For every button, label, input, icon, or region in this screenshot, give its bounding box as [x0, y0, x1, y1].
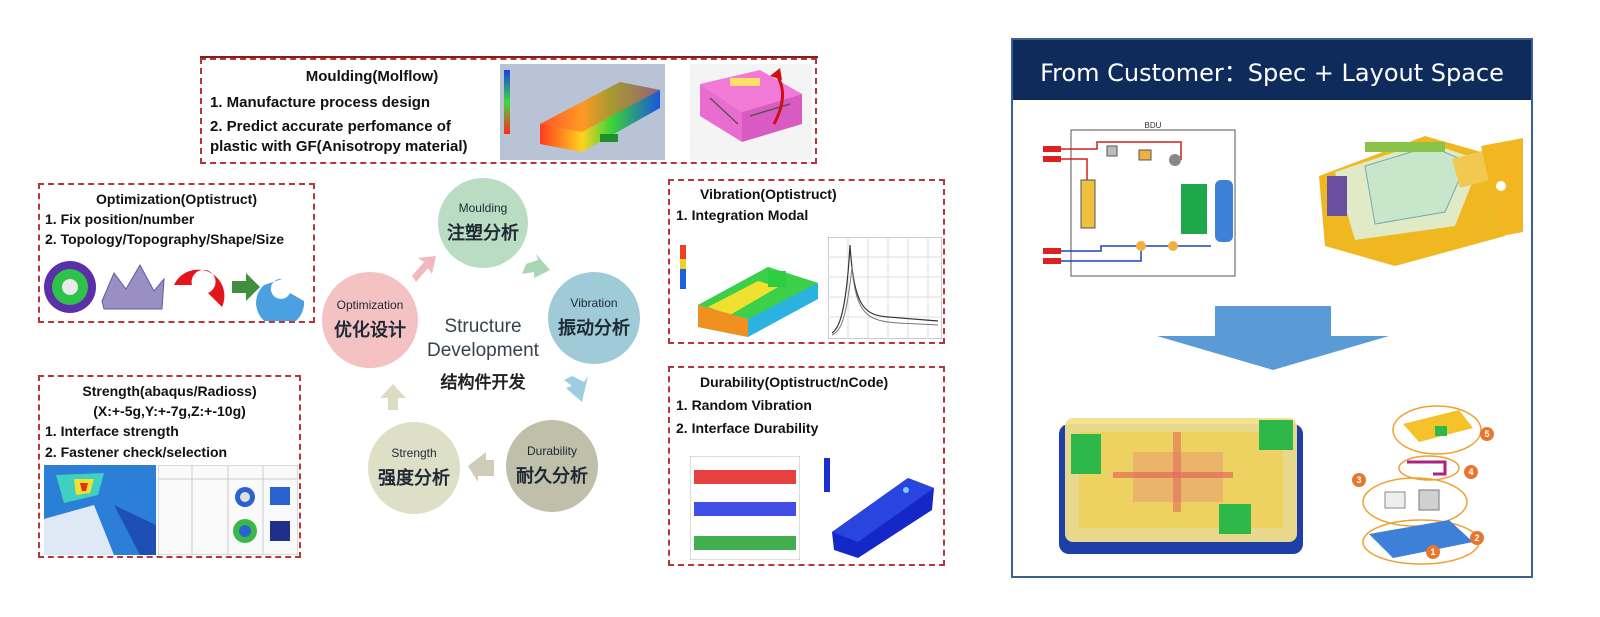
moulding-box-line2: 2. Predict accurate perfomance of — [210, 118, 451, 135]
durability-contour-image — [822, 454, 942, 560]
moulding-box-line1: 1. Manufacture process design — [210, 94, 431, 111]
arrow-dur-to-str — [468, 452, 494, 482]
callout-4: 4 — [1468, 467, 1473, 477]
circle-durability-cn: 耐久分析 — [516, 466, 588, 487]
circle-durability-en: Durability — [526, 444, 577, 458]
frequency-response-plot — [828, 237, 942, 339]
vibration-box-line1: 1. Integration Modal — [676, 207, 809, 223]
exploded-view-image: 5 4 3 2 1 — [1352, 405, 1494, 565]
durability-box: Durability(Optistruct/nCode) 1. Random V… — [668, 366, 945, 566]
modal-contour-image — [678, 235, 824, 339]
optimization-box-line1: 1. Fix position/number — [45, 211, 195, 227]
moulding-box-line3: plastic with GF(Anisotropy material) — [210, 138, 468, 155]
cycle-arrows — [380, 254, 588, 482]
center-label: Structure Development 结构件开发 — [420, 316, 546, 393]
bdu-assembly-cad-image — [1059, 418, 1303, 554]
circle-vibration-en: Vibration — [570, 296, 618, 310]
callout-badge-5 — [1480, 427, 1494, 441]
vibration-box: Vibration(Optistruct) 1. Integration Mod… — [668, 179, 945, 344]
circle-optimization-cn: 优化设计 — [334, 320, 406, 341]
circle-moulding-cn: 注塑分析 — [447, 223, 519, 244]
optimization-box: Optimization(Optistruct) 1. Fix position… — [38, 183, 315, 323]
moulding-box: Moulding(Molflow) 1. Manufacture process… — [200, 58, 817, 164]
vibration-box-title: Vibration(Optistruct) — [700, 186, 837, 202]
circle-strength-cn: 强度分析 — [378, 468, 450, 489]
durability-box-line2: 2. Interface Durability — [676, 420, 819, 436]
arrow-opt-to-mould — [412, 256, 436, 282]
callout-badge-2 — [1470, 531, 1484, 545]
strength-contour-image — [44, 465, 156, 555]
circle-optimization: Optimization 优化设计 — [322, 272, 418, 368]
bdu-schematic-title: BDU — [1145, 121, 1162, 130]
strength-box-line1: 1. Interface strength — [45, 423, 179, 439]
circle-vibration-cn: 振动分析 — [558, 318, 630, 339]
customer-panel-header: From Customer：Spec + Layout Space — [1013, 40, 1531, 100]
circle-moulding-en: Moulding — [458, 201, 508, 215]
strength-result-table-image — [158, 465, 298, 555]
callout-3: 3 — [1356, 475, 1361, 485]
strength-box-line2: 2. Fastener check/selection — [45, 444, 228, 460]
optimization-box-line2: 2. Topology/Topography/Shape/Size — [45, 231, 285, 247]
bdu-schematic-image: BDU — [1043, 121, 1236, 277]
down-arrow-icon — [1157, 306, 1389, 370]
circle-durability: Durability 耐久分析 — [506, 420, 598, 512]
random-vibration-signals — [690, 456, 800, 560]
durability-box-title: Durability(Optistruct/nCode) — [700, 374, 889, 390]
arrow-mould-to-vib — [522, 254, 550, 278]
circle-optimization-en: Optimization — [336, 298, 404, 312]
callout-badge-1 — [1426, 545, 1440, 559]
topology-images — [44, 261, 305, 321]
callout-1: 1 — [1430, 547, 1435, 557]
callout-5: 5 — [1484, 429, 1489, 439]
circle-strength: Strength 强度分析 — [368, 422, 460, 514]
strength-box: Strength(abaqus/Radioss) (X:+-5g,Y:+-7g,… — [38, 375, 301, 558]
circle-strength-en: Strength — [391, 446, 437, 460]
layout-space-cad-image — [1319, 136, 1523, 266]
customer-input-panel: From Customer：Spec + Layout Space BDU — [1011, 38, 1533, 578]
moulding-box-title: Moulding(Molflow) — [305, 68, 439, 85]
arrow-str-to-opt — [380, 384, 406, 410]
circle-vibration: Vibration 振动分析 — [548, 272, 640, 364]
center-label-line2: Development — [427, 340, 539, 361]
arrow-vib-to-dur — [564, 376, 588, 402]
moulding-fill-contour-image — [500, 64, 665, 160]
fiber-orientation-image — [690, 64, 812, 160]
callout-badge-3 — [1352, 473, 1366, 487]
circle-moulding: Moulding 注塑分析 — [438, 178, 528, 268]
strength-box-subtitle: (X:+-5g,Y:+-7g,Z:+-10g) — [93, 403, 246, 419]
callout-2: 2 — [1474, 533, 1479, 543]
durability-box-line1: 1. Random Vibration — [676, 397, 812, 413]
optimization-box-title: Optimization(Optistruct) — [96, 191, 257, 207]
strength-box-title: Strength(abaqus/Radioss) — [82, 383, 257, 399]
center-label-line1: Structure — [444, 316, 522, 337]
top-rule — [200, 56, 818, 58]
center-label-cn: 结构件开发 — [440, 373, 526, 393]
callout-badge-4 — [1464, 465, 1478, 479]
